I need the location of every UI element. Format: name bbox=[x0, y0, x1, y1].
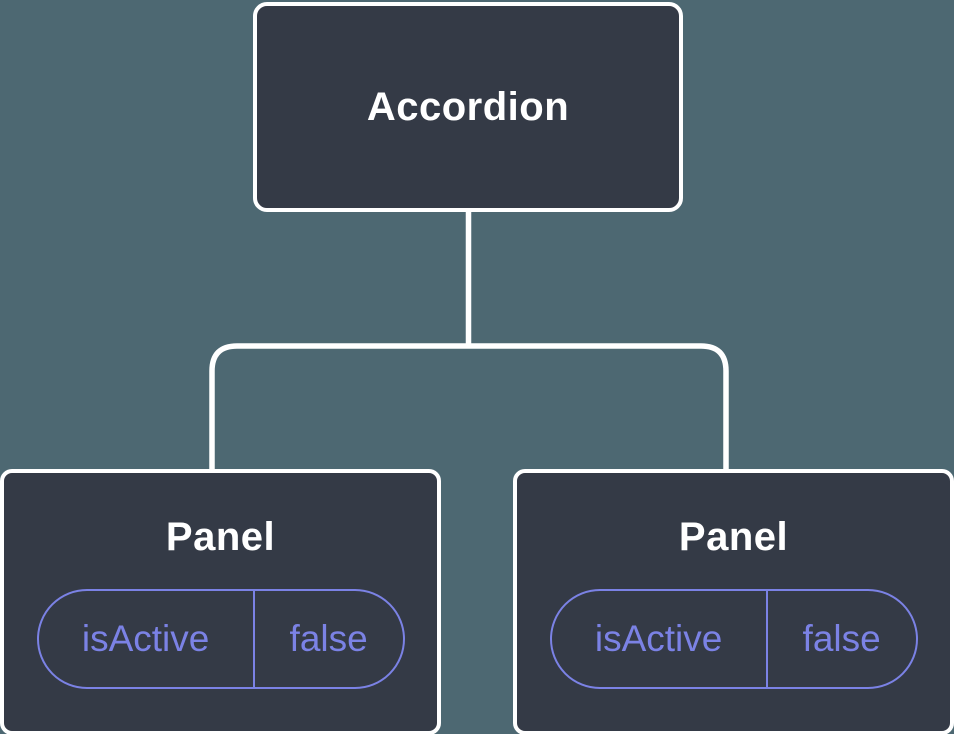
node-panel-right-label: Panel bbox=[678, 515, 789, 559]
node-accordion-label: Accordion bbox=[366, 85, 570, 129]
state-pill-left: isActive false bbox=[36, 589, 405, 689]
state-value-left: false bbox=[289, 618, 368, 659]
state-key-right: isActive bbox=[552, 591, 768, 687]
connector-branch-bracket bbox=[209, 343, 729, 471]
state-key-left: isActive bbox=[39, 591, 255, 687]
state-pill-right: isActive false bbox=[549, 589, 918, 689]
node-panel-left: Panel isActive false bbox=[0, 469, 441, 734]
node-panel-left-label: Panel bbox=[165, 515, 276, 559]
node-accordion: Accordion bbox=[253, 2, 683, 212]
node-panel-right: Panel isActive false bbox=[513, 469, 954, 734]
state-value-right: false bbox=[802, 618, 881, 659]
